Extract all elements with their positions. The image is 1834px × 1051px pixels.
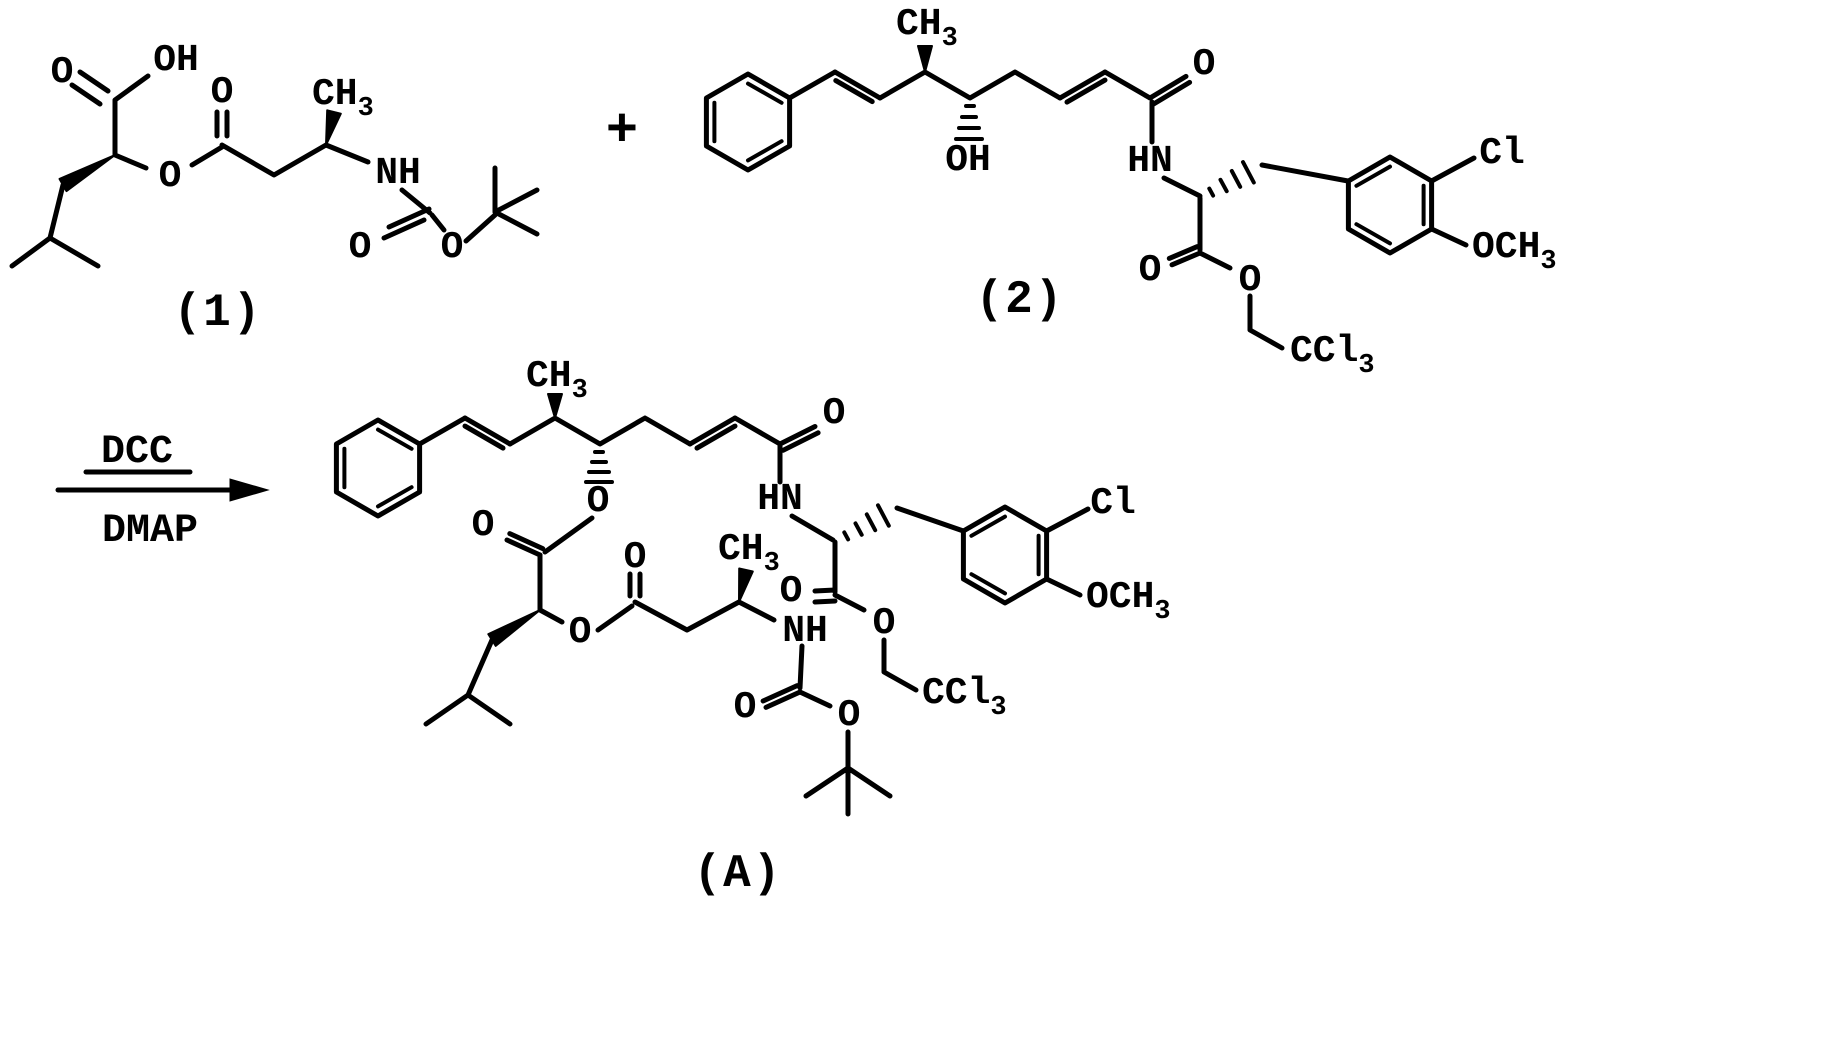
a-trichloromethyl-label: CCl3 xyxy=(922,672,1007,723)
reaction-arrow-head xyxy=(229,478,270,502)
a-leucate-carbonyl-o-label: O xyxy=(472,504,495,547)
compound-2-single-bonds xyxy=(787,69,1477,351)
compound-2-phenyl-ring xyxy=(703,71,793,173)
c2-amide-o-label: O xyxy=(1193,43,1216,86)
compound-2-wedge-methyl xyxy=(917,45,933,73)
compound-1-double-bonds xyxy=(69,69,432,241)
product-a-aryl-ring-inner-bonds xyxy=(969,514,1041,596)
compound-2-aryl-ring-inner-bonds xyxy=(1354,164,1426,246)
c1-ester-carbonyl-o-label: O xyxy=(211,71,234,114)
a-ester-carbonyl-o-label: O xyxy=(780,570,803,613)
c1-carbamate-carbonyl-o-label: O xyxy=(349,226,372,269)
a-amide-nh-label: HN xyxy=(757,478,803,521)
product-a-single-bonds xyxy=(417,415,1091,817)
a-carbamate-carbonyl-o-label: O xyxy=(734,686,757,729)
a-linker-o-label: O xyxy=(587,480,610,523)
compound-2-hash-hydroxyl xyxy=(954,104,984,141)
c2-trichloromethyl-label: CCl3 xyxy=(1290,330,1375,381)
c2-amide-nh-label: HN xyxy=(1127,140,1173,183)
a-butanoate-carbonyl-o-label: O xyxy=(624,536,647,579)
product-a-label: (A) xyxy=(694,848,783,900)
product-a-aryl-ring xyxy=(960,504,1050,606)
a-carbamate-o-label: O xyxy=(838,694,861,737)
c1-ester-o-label: O xyxy=(159,155,182,198)
compound-1-structure: OH O O O CH3 NH O O (1) xyxy=(9,39,540,339)
compound-2-phenyl-ring-inner-bonds xyxy=(712,81,784,163)
compound-1-label: (1) xyxy=(174,287,263,339)
plus-sign: + xyxy=(606,101,638,162)
a-ester-o-label: O xyxy=(873,602,896,645)
reagent-dmap-label: DMAP xyxy=(102,509,198,554)
a-chain-methyl-label: CH3 xyxy=(526,355,588,406)
compound-2-label: (2) xyxy=(976,274,1065,326)
product-a-wedge-isobutyl xyxy=(487,609,541,647)
reaction-arrow-group: DCC DMAP xyxy=(55,430,270,554)
product-a-phenyl-ring-inner-bonds xyxy=(342,427,414,509)
a-methoxy-label: OCH3 xyxy=(1086,576,1171,627)
c1-acid-carbonyl-o-label: O xyxy=(51,51,74,94)
product-a-hash-linker-o xyxy=(584,450,614,484)
c1-nh-label: NH xyxy=(375,152,421,195)
a-chloro-label: Cl xyxy=(1090,482,1136,525)
compound-2-aryl-ring xyxy=(1345,154,1435,256)
c1-carbamate-o-label: O xyxy=(441,226,464,269)
c2-methyl-label: CH3 xyxy=(896,3,958,54)
product-a-wedge-methyl-butanoate xyxy=(738,567,754,603)
c2-methoxy-label: OCH3 xyxy=(1472,226,1557,277)
c2-chloro-label: Cl xyxy=(1479,132,1525,175)
a-leucate-ester-o-label: O xyxy=(569,611,592,654)
product-a-structure: CH3 O HN Cl OCH3 O O O O CH3 NH O O CCl3… xyxy=(333,355,1171,900)
c2-hydroxyl-label: OH xyxy=(945,139,991,182)
product-a-wedge-methyl-chain xyxy=(547,393,563,419)
product-a-phenyl-ring xyxy=(333,417,423,519)
c1-methyl-label: CH3 xyxy=(312,73,374,124)
product-a-hash-benzyl xyxy=(842,503,891,542)
compound-2-structure: CH3 OH O HN Cl OCH3 O O CCl3 (2) xyxy=(703,3,1557,381)
compound-2-double-bonds xyxy=(832,69,1203,268)
c1-hydroxyl-label: OH xyxy=(153,39,199,82)
a-amide-o-label: O xyxy=(823,392,846,435)
reagent-dcc-label: DCC xyxy=(101,430,173,475)
c2-ester-carbonyl-o-label: O xyxy=(1139,249,1162,292)
compound-1-wedge-methyl xyxy=(325,109,342,146)
compound-1-wedge-isobutyl xyxy=(58,154,116,193)
c2-ester-o-label: O xyxy=(1239,259,1262,302)
a-butanoate-methyl-label: CH3 xyxy=(718,528,780,579)
compound-2-hash-benzyl xyxy=(1207,160,1256,198)
product-a-double-bonds xyxy=(462,415,838,710)
compound-1-single-bonds xyxy=(9,73,540,269)
a-carbamate-nh-label: NH xyxy=(782,610,828,653)
